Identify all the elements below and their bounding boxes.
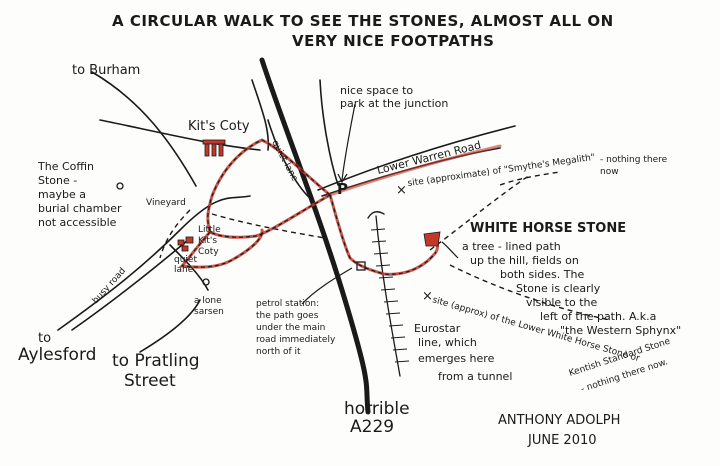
label-lone-sarsen-2: sarsen [194,307,224,317]
road-to-pratling [139,299,201,353]
label-to-pratling-1: to Pratling [112,351,200,371]
label-whs-desc-7: "the Western Sphynx" [560,324,681,337]
label-a229-2: A229 [350,417,394,437]
label-eurostar-1: Eurostar [414,322,461,335]
label-to-aylesford-1: to [38,331,51,346]
label-coffin-2: Stone - [38,174,77,187]
path-vineyard-east [211,213,326,239]
label-eurostar-4: from a tunnel [438,370,512,383]
label-to-burham: to Burham [72,63,140,78]
walk-route [178,138,502,276]
road-to-burham [91,71,197,187]
label-eurostar-3: emerges here [418,352,495,365]
roads [57,57,516,415]
whs-arrow [441,241,459,259]
label-date: JUNE 2010 [527,433,597,448]
petrol-station-marker [356,261,366,271]
label-whs-desc-5: visible to the [526,296,597,309]
label-coffin-1: The Coffin [37,160,94,173]
smythe-cross-icon: × [396,183,407,198]
label-nice-space-2: park at the junction [340,97,448,110]
little-kits-coty-icon [177,236,194,252]
rail-ticks [370,228,410,363]
label-eurostar-2: line, which [418,336,477,349]
label-quiet-lane-bottom-1: quiet [174,255,197,265]
label-little-kits-3: Coty [198,247,219,257]
label-whs-desc-3: both sides. The [500,268,584,281]
parking-arrowhead [337,173,348,184]
label-whs-desc-2: up the hill, fields on [470,254,579,267]
label-kits-coty: Kit's Coty [188,119,250,134]
label-petrol-3: under the main [256,323,325,333]
label-petrol-2: the path goes [256,311,319,321]
path-whs-east [449,264,611,321]
parking-road [319,79,339,186]
petrol-arrow [301,267,353,305]
coffin-stone-marker [116,182,124,190]
label-white-horse-stone: WHITE HORSE STONE [470,221,626,236]
label-petrol-1: petrol station: [256,299,319,309]
label-petrol-5: north of it [256,347,301,357]
label-little-kits-1: Little [198,225,221,235]
other-footpaths [159,171,611,321]
lower-whs-cross-icon: × [422,289,433,304]
eurostar-line [375,215,401,377]
walk-loop-north [206,138,332,239]
walk-warren [328,144,502,197]
title-line-2: VERY NICE FOOTPATHS [292,32,494,50]
label-to-pratling-2: Street [124,371,176,391]
quiet-lane-top [267,119,313,201]
a229-road [259,57,371,415]
road-west [99,119,261,151]
label-author: ANTHONY ADOLPH [498,413,620,428]
label-to-aylesford-2: Aylesford [18,345,96,365]
label-quiet-lane-bottom-2: lane [174,265,194,275]
label-coffin-4: burial chamber [38,202,122,215]
label-vineyard: Vineyard [146,198,186,208]
walk-dashes [180,139,437,275]
kits-coty-icon [202,139,226,157]
walk-whs [328,193,440,276]
path-whs-north [429,174,531,251]
annotation-arrows [301,103,459,305]
label-smythe-3: now [600,167,619,177]
label-a229-1: horrible [344,399,410,419]
label-quiet-lane-top: quiet lane [269,139,299,184]
label-nice-space-1: nice space to [340,84,413,97]
label-coffin-5: not accessible [38,216,117,229]
lone-sarsen-marker [202,278,210,286]
title-line-1: A CIRCULAR WALK TO SEE THE STONES, ALMOS… [112,12,614,30]
parking-symbol: P [337,180,348,198]
tunnel-portal [367,211,385,219]
label-busy-road: busy road [91,266,128,306]
white-horse-stone-icon [423,231,441,247]
label-whs-desc-6: left of the path. A.k.a [540,310,656,323]
lower-warren-road [317,125,516,191]
label-petrol-4: road immediately [256,335,336,345]
path-little-kit [159,209,191,259]
parking-arrow [341,103,356,181]
label-coffin-3: maybe a [38,188,86,201]
label-little-kits-2: Kit's [198,236,217,246]
label-lone-sarsen-1: a lone [194,296,222,306]
busy-road [57,195,251,331]
label-smythe-2: - nothing there [600,155,668,165]
busy-road-edge [71,239,189,331]
path-smythe [499,171,561,186]
label-whs-desc-4: Stone is clearly [516,282,601,295]
label-whs-desc-1: a tree - lined path [462,240,561,253]
